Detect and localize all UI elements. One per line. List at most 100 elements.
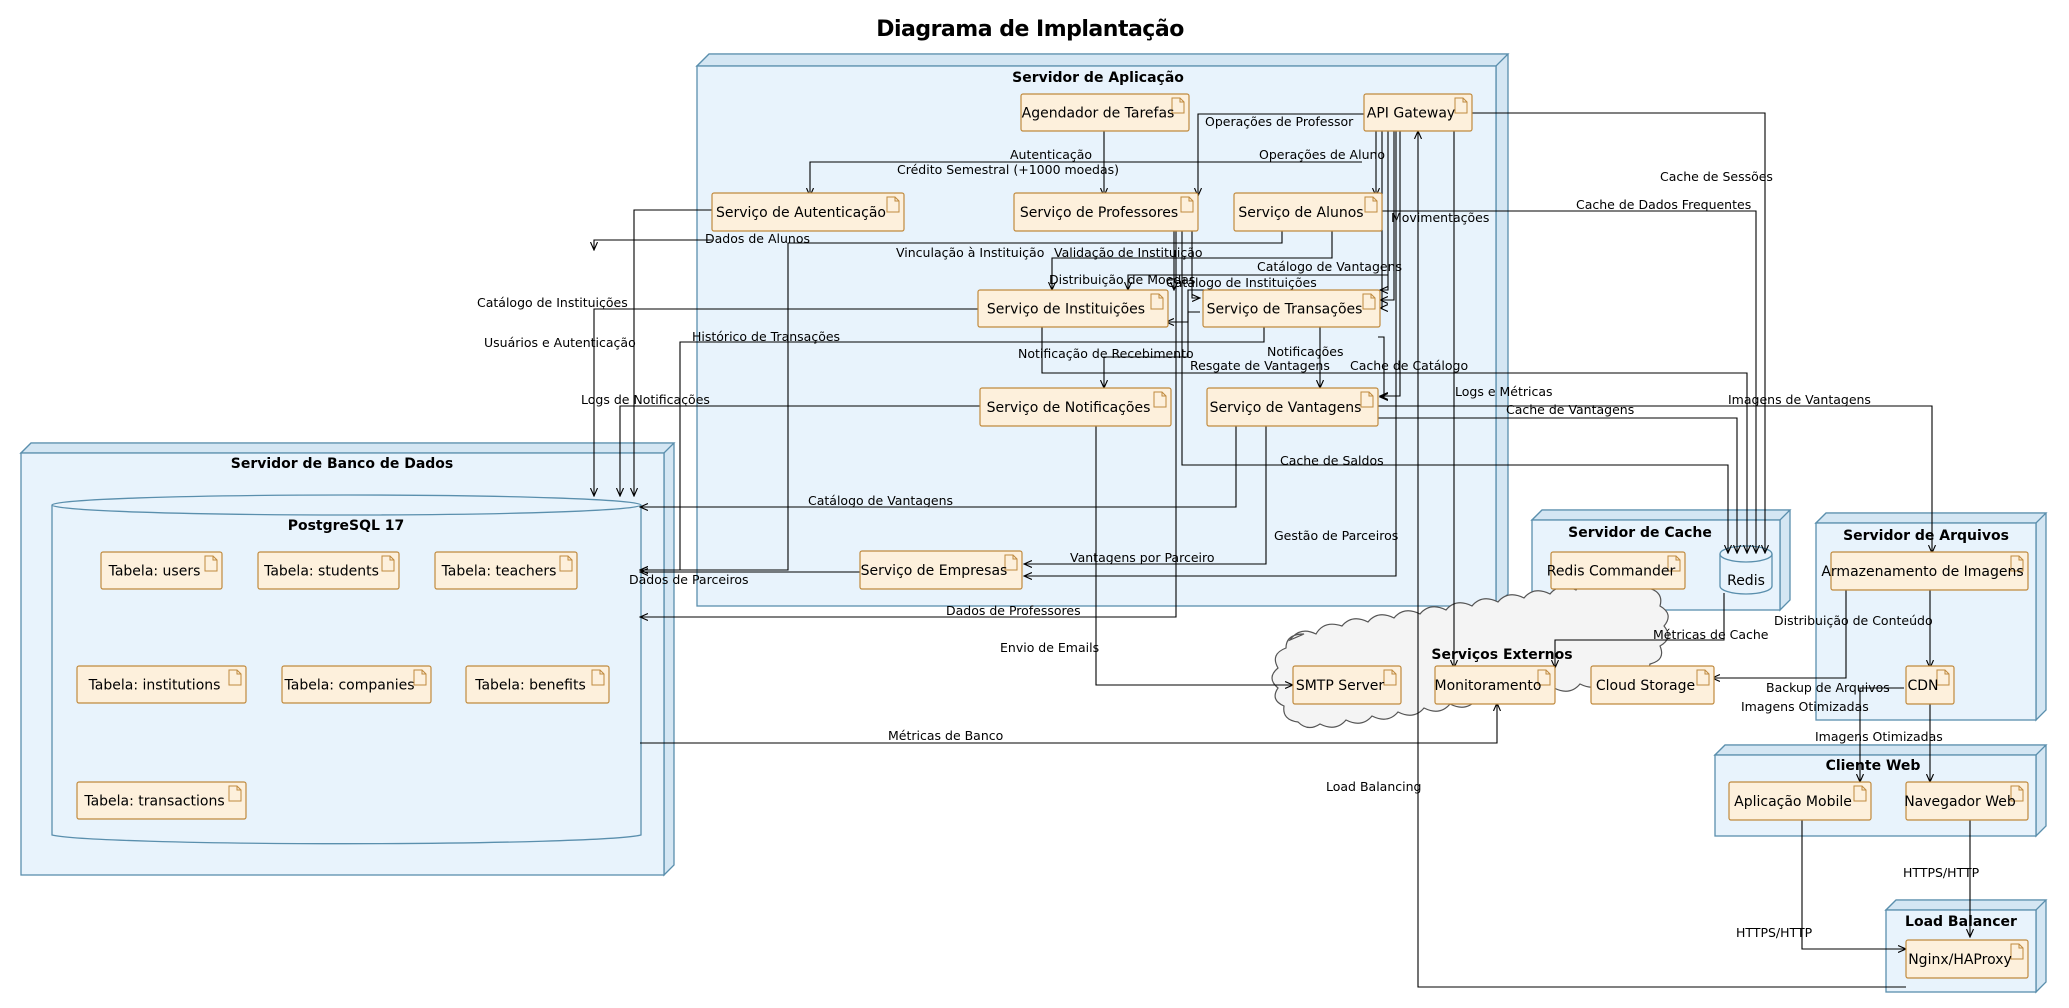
component-label: Serviço de Autenticação [716, 205, 886, 221]
component-label: API Gateway [1367, 106, 1455, 122]
component-label: Aplicação Mobile [1734, 794, 1852, 810]
component-label: Serviço de Instituições [987, 302, 1145, 318]
document-icon [1853, 785, 1867, 802]
node-title-client: Cliente Web [1826, 758, 1921, 774]
edge-label-cache-catalogo: Cache de Catálogo [1350, 358, 1468, 373]
edge-label-cat-vant-top: Catálogo de Vantagens [1257, 259, 1402, 274]
document-icon [886, 196, 900, 213]
component-label: Agendador de Tarefas [1022, 106, 1175, 122]
edge-label-usuarios-auth: Usuários e Autenticação [484, 335, 636, 350]
component-institutions: Serviço de Instituições [977, 289, 1169, 328]
edge-label-autenticacao: Autenticação [1010, 147, 1092, 162]
component-auth: Serviço de Autenticação [711, 192, 905, 232]
edge-label-resgate: Resgate de Vantagens [1190, 358, 1330, 373]
document-icon [413, 669, 427, 686]
edge-label-cache-dados: Cache de Dados Frequentes [1576, 197, 1751, 212]
edge-label-op-aluno: Operações de Aluno [1259, 147, 1385, 162]
document-icon [591, 669, 605, 686]
database-title: PostgreSQL 17 [288, 518, 405, 534]
document-icon [1360, 391, 1374, 408]
edge-label-logs-notif: Logs de Notificações [581, 392, 710, 407]
component-t-students: Tabela: students [257, 551, 400, 590]
document-icon [1362, 293, 1376, 310]
component-label: Tabela: transactions [83, 794, 224, 810]
cloud-title-external: Serviços Externos [1431, 647, 1572, 663]
document-icon [1454, 97, 1468, 114]
edge-label-load-balancing: Load Balancing [1326, 779, 1421, 794]
node-title-lb: Load Balancer [1905, 914, 2017, 930]
component-monitoring: Monitoramento [1434, 665, 1556, 705]
edge-label-https-1: HTTPS/HTTP [1903, 865, 1980, 880]
edge-label-distribuicao: Distribuição de Moedas [1049, 272, 1195, 287]
edge-label-cat-vant-db: Catálogo de Vantagens [808, 493, 953, 508]
edge-label-https-2: HTTPS/HTTP [1736, 925, 1813, 940]
edge-labels: Operações de Professor Autenticação Créd… [477, 114, 1980, 940]
component-label: Tabela: benefits [474, 678, 586, 694]
document-icon [1180, 196, 1194, 213]
component-label: Armazenamento de Imagens [1821, 564, 2023, 580]
component-label: Tabela: users [108, 564, 201, 580]
edge-label-backup: Backup de Arquivos [1766, 680, 1890, 695]
component-students: Serviço de Alunos [1233, 192, 1383, 232]
component-label: Tabela: companies [284, 678, 415, 694]
document-icon [1004, 554, 1018, 571]
component-label: Serviço de Notificações [987, 400, 1151, 416]
component-companies: Serviço de Empresas [859, 550, 1023, 590]
edge-label-notif-receb: Notificação de Recebimento [1018, 346, 1194, 361]
edge-label-cache-vant: Cache de Vantagens [1506, 402, 1634, 417]
component-t-transactions: Tabela: transactions [76, 781, 247, 820]
document-icon [1150, 293, 1164, 310]
document-icon [1364, 196, 1378, 213]
edge-label-vinculacao: Vinculação à Instituição [896, 245, 1044, 260]
diagram-title: Diagrama de Implantação [876, 17, 1184, 42]
edge-label-logs-metricas: Logs e Métricas [1455, 384, 1553, 399]
edge-label-metricas-cache: Métricas de Cache [1653, 627, 1769, 642]
edge-label-cache-saldos: Cache de Saldos [1280, 453, 1384, 468]
component-cdn: CDN [1905, 665, 1955, 705]
document-icon [2010, 555, 2024, 572]
document-icon [1696, 669, 1710, 686]
document-icon [1153, 391, 1167, 408]
component-mobile: Aplicação Mobile [1728, 781, 1872, 821]
component-t-institutions: Tabela: institutions [76, 665, 247, 704]
edge-label-dados-parceiros: Dados de Parceiros [629, 572, 749, 587]
document-icon [2010, 785, 2024, 802]
node-title-cache: Servidor de Cache [1568, 525, 1712, 541]
edge-label-cache-sessoes: Cache de Sessões [1660, 169, 1773, 184]
edge-label-metricas-banco: Métricas de Banco [888, 728, 1003, 743]
edge-label-img-otim-2: Imagens Otimizadas [1815, 729, 1943, 744]
edge-label-dados-alunos: Dados de Alunos [705, 231, 810, 246]
component-nginx: Nginx/HAProxy [1905, 939, 2029, 979]
edge-label-historico: Histórico de Transações [692, 329, 840, 344]
component-gateway: API Gateway [1363, 93, 1473, 132]
component-label: Tabela: students [263, 564, 379, 580]
component-t-teachers: Tabela: teachers [434, 551, 578, 590]
edges [594, 112, 1970, 988]
document-icon [1936, 669, 1950, 686]
document-icon [228, 669, 242, 686]
component-image-storage: Armazenamento de Imagens [1821, 551, 2029, 591]
edge-label-dados-prof: Dados de Professores [946, 603, 1081, 618]
component-transactions: Serviço de Transações [1202, 289, 1381, 328]
edge-label-imagens-vant: Imagens de Vantagens [1728, 392, 1871, 407]
document-icon [2010, 943, 2024, 960]
component-label: CDN [1907, 678, 1938, 694]
edge-label-img-otim-1: Imagens Otimizadas [1741, 699, 1869, 714]
component-label: Serviço de Alunos [1238, 205, 1363, 221]
component-label: Cloud Storage [1596, 678, 1695, 694]
edge-label-dist-conteudo: Distribuição de Conteúdo [1774, 613, 1933, 628]
component-label: Serviço de Transações [1207, 302, 1363, 318]
component-smtp: SMTP Server [1292, 665, 1402, 705]
edge-label-cat-inst-right: Catálogo de Instituições [1166, 275, 1317, 290]
document-icon [1171, 97, 1185, 114]
edge-label-envio-emails: Envio de Emails [1000, 640, 1099, 655]
component-t-companies: Tabela: companies [281, 665, 432, 704]
document-icon [381, 555, 395, 572]
edge-label-validacao: Validação de Instituição [1054, 245, 1203, 260]
component-label: Tabela: institutions [88, 678, 221, 694]
component-label: Serviço de Vantagens [1210, 400, 1362, 416]
edge-label-credito: Crédito Semestral (+1000 moedas) [897, 162, 1119, 177]
component-notifications: Serviço de Notificações [979, 387, 1172, 427]
edge-label-op-prof: Operações de Professor [1205, 114, 1354, 129]
